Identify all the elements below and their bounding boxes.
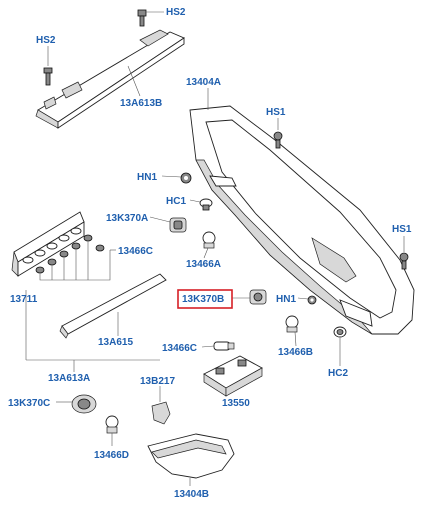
label-13A613B: 13A613B [120,98,162,109]
label-13K370C: 13K370C [8,398,50,409]
part-13550-license-lamp [203,355,263,397]
clip-HC1 [199,198,213,211]
label-13A615: 13A615 [98,337,133,348]
part-13404A-spoiler [189,105,415,335]
highlight-box-13K370B [177,289,233,309]
part-13404B-housing [147,433,235,479]
part-13K370C-socket [71,394,97,414]
label-hn1-mid: HN1 [276,294,296,305]
label-13466B: 13466B [278,347,313,358]
label-hs1-right: HS1 [392,224,412,235]
label-13466A: 13466A [186,259,221,270]
label-13404B: 13404B [174,489,209,500]
part-13A613B [35,29,185,129]
part-13B217-connector [151,401,171,425]
part-13466D-bulb [105,415,119,434]
bulbs-13466C-group [35,234,105,274]
nut-HN1-top [180,172,192,184]
label-13A613A: 13A613A [48,373,90,384]
screw-HS1-right [399,252,409,270]
label-13466C-mid: 13466C [162,343,197,354]
label-13466D: 13466D [94,450,129,461]
label-13466C-top: 13466C [118,246,153,257]
label-13404A: 13404A [186,77,221,88]
nut-HN1-mid [307,295,317,305]
label-13K370A: 13K370A [106,213,148,224]
screw-HS2-left [43,67,53,86]
label-13B217: 13B217 [140,376,175,387]
part-13466B-bulb [285,315,299,333]
screw-HS2-top [137,9,147,27]
label-hs1-top: HS1 [266,107,286,118]
labels: HS2 HS2 13A613B 13404A HS1 HS1 HN1 HC1 1… [8,7,412,500]
label-hc1: HC1 [166,196,186,207]
label-13711: 13711 [10,294,38,305]
part-13466C-bulb [213,341,235,351]
part-13A615-lens [59,273,167,339]
label-13K370B: 13K370B [182,294,224,305]
label-13550: 13550 [222,398,250,409]
label-hs2-top: HS2 [166,7,186,18]
clip-HC2 [333,326,347,338]
part-13K370B-socket [249,289,267,305]
part-13466A-bulb [202,231,216,249]
label-hn1-top: HN1 [137,172,157,183]
label-hs2-left: HS2 [36,35,56,46]
label-hc2: HC2 [328,368,348,379]
part-13711-lamp-bar [11,211,85,277]
screw-HS1-top [273,131,283,149]
part-13K370A-socket [169,217,187,233]
